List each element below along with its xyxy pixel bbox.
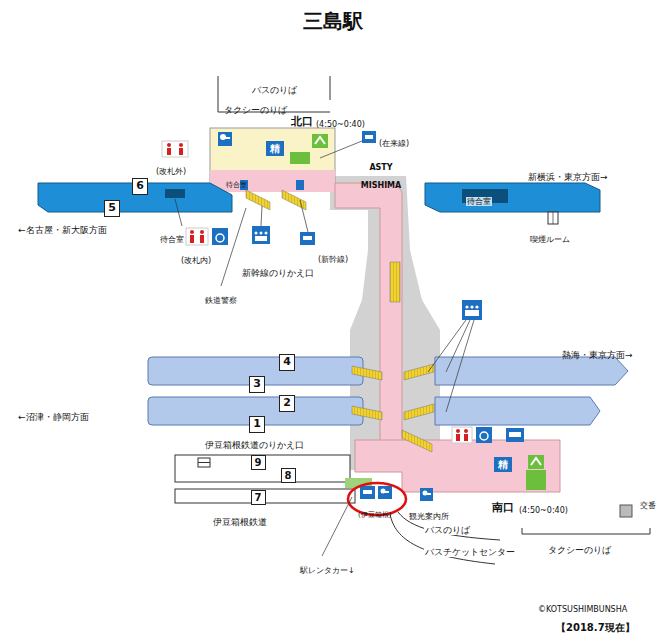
- text-slot: (改札内): [181, 249, 211, 267]
- track-number-box: 7: [251, 490, 266, 505]
- map-label: 鉄道警察: [205, 296, 237, 305]
- text-slot: ←沼津・静岡方面: [18, 406, 89, 424]
- text-slot: 伊豆箱根鉄道: [213, 511, 267, 529]
- text-slot: 新幹線のりかえ口: [242, 262, 314, 280]
- map-label: 観光案内所: [409, 512, 449, 521]
- text-slot: (在来線): [379, 132, 409, 150]
- node-text: 4: [280, 356, 294, 368]
- text-slot: タクシーのりば: [548, 539, 611, 557]
- text-slot: 喫煙ルーム: [530, 228, 570, 246]
- text-slot: ←名古屋・新大阪方面: [18, 219, 107, 237]
- map-label: 南口: [492, 501, 514, 514]
- map-label: バスのりば: [424, 525, 471, 535]
- track-number-box: 8: [281, 468, 296, 483]
- text-slot: 北口: [291, 111, 313, 129]
- track-number-box: 6: [132, 178, 148, 195]
- map-label: 新横浜・東京方面→: [528, 172, 608, 182]
- node-text: 3: [250, 378, 264, 390]
- map-label: 待合室: [466, 197, 492, 206]
- map-label: 喫煙ルーム: [530, 235, 570, 244]
- text-slot: 待合室: [226, 173, 247, 191]
- map-label: 北口: [291, 115, 313, 128]
- track-number-box: 4: [279, 354, 295, 371]
- map-label: 新幹線のりかえ口: [242, 268, 314, 278]
- text-slot: (伊豆箱根): [358, 503, 391, 521]
- map-label: タクシーのりば: [548, 545, 611, 555]
- map-label: タクシーのりば: [224, 105, 287, 115]
- text-slot: 鉄道警察: [205, 289, 237, 307]
- text-slot: バスのりば: [252, 79, 297, 97]
- map-label: (新幹線): [318, 255, 348, 264]
- map-label: ASTY MISHIMA: [361, 163, 402, 190]
- text-slot: (4:50~0:40): [316, 113, 365, 131]
- map-title: 三島駅: [303, 9, 363, 33]
- node-text: 6: [133, 180, 147, 192]
- map-label: 待合室: [226, 181, 247, 189]
- text-slot: ©KOTSUSHIMBUNSHA: [538, 598, 627, 616]
- track-number-box: 2: [279, 395, 295, 412]
- map-label: 交番: [640, 502, 656, 511]
- map-label: (在来線): [379, 139, 409, 148]
- node-text: 1: [250, 418, 264, 430]
- text-slot: 【2018.7現在】: [556, 617, 635, 635]
- text-slot: 待合室: [466, 190, 492, 208]
- text-slot: 観光案内所: [409, 505, 449, 523]
- node-text: 5: [105, 202, 119, 214]
- text-slot: 三島駅: [303, 10, 363, 33]
- text-slot: バスチケットセンター: [424, 541, 516, 559]
- track-number-box: 3: [249, 376, 265, 393]
- map-label: 熱海・東京方面→: [562, 350, 633, 360]
- map-label: バスチケットセンター: [424, 547, 516, 557]
- map-label: (4:50~0:40): [519, 506, 568, 515]
- map-label: (伊豆箱根): [358, 511, 391, 519]
- text-slot: 待合室: [160, 228, 184, 246]
- text-slot: ASTY MISHIMA: [356, 156, 406, 193]
- track-number-box: 5: [104, 200, 120, 217]
- node-text: 2: [280, 397, 294, 409]
- text-slot: バスのりば: [424, 519, 471, 537]
- text-slot: (4:50~0:40): [519, 499, 568, 517]
- map-label: 伊豆箱根鉄道: [213, 517, 267, 527]
- map-label: 駅レンタカー↓: [300, 566, 355, 575]
- map-label: ←沼津・静岡方面: [18, 412, 89, 422]
- text-slot: 駅レンタカー↓: [300, 559, 355, 577]
- map-label: ←名古屋・新大阪方面: [18, 225, 107, 235]
- text-slot: (改札外): [156, 160, 186, 178]
- map-label: (4:50~0:40): [316, 120, 365, 129]
- track-number-box: 1: [249, 416, 265, 433]
- track-number-box: 9: [251, 455, 266, 470]
- text-slot: タクシーのりば: [224, 99, 287, 117]
- node-text: 9: [252, 457, 265, 468]
- text-slot: 交番: [640, 502, 656, 511]
- map-label: ©KOTSUSHIMBUNSHA: [538, 605, 627, 614]
- map-label: (改札内): [181, 256, 211, 265]
- map-label: バスのりば: [252, 85, 297, 95]
- node-text: 精: [267, 143, 283, 154]
- text-slot: 伊豆箱根鉄道のりかえ口: [205, 434, 304, 452]
- text-slot: (新幹線): [318, 248, 348, 266]
- map-label: 待合室: [160, 235, 184, 244]
- map-label: 【2018.7現在】: [556, 622, 635, 633]
- node-text: 精: [495, 459, 511, 470]
- text-slot: 新横浜・東京方面→: [528, 166, 608, 184]
- fare-adjust-box: 精: [494, 457, 512, 472]
- fare-adjust-box: 精: [266, 141, 284, 156]
- node-text: 7: [252, 492, 265, 503]
- text-slot: 南口: [492, 497, 514, 515]
- map-label: 伊豆箱根鉄道のりかえ口: [205, 440, 304, 450]
- map-label: (改札外): [156, 167, 186, 176]
- text-slot: 熱海・東京方面→: [562, 344, 633, 362]
- node-text: 8: [282, 470, 295, 481]
